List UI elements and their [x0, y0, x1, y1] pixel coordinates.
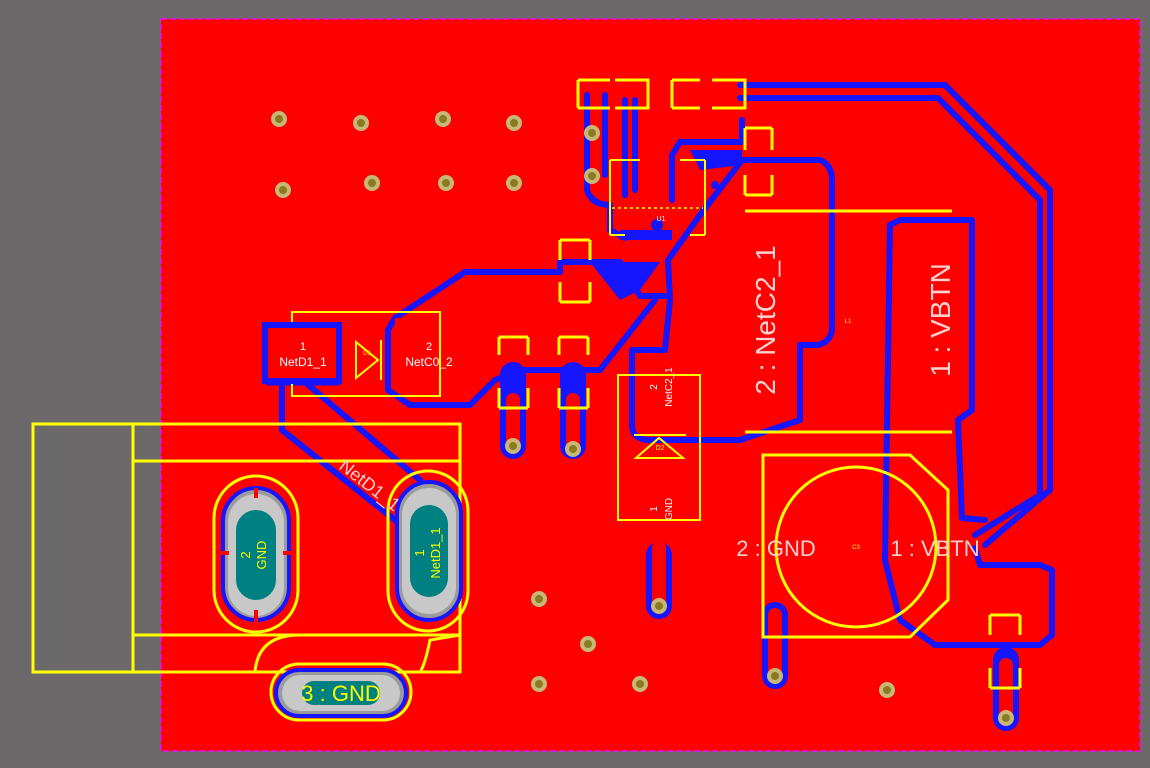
- via: [998, 710, 1014, 726]
- j1-pads: [219, 480, 463, 718]
- d1-pin1-number: 1: [300, 341, 306, 353]
- via: [632, 676, 648, 692]
- j1-pad1-net: NetD1_1: [428, 527, 443, 578]
- j1-pad3-label: 3 : GND: [301, 681, 380, 706]
- c3-ref: C3: [852, 545, 860, 551]
- via: [364, 175, 380, 191]
- vias: [271, 111, 1014, 726]
- d1-pin1-net: NetD1_1: [279, 355, 327, 369]
- d1-pin2-net: NetC0_2: [405, 355, 453, 369]
- board-outline: [160, 18, 1141, 752]
- via: [438, 175, 454, 191]
- l1-pad1-label: 1 : VBTN: [925, 263, 956, 377]
- j1-pad1-number: 1: [412, 549, 427, 556]
- d2-pin1-number: 1: [649, 506, 660, 512]
- via: [505, 438, 521, 454]
- l1-ref: L1: [845, 319, 852, 325]
- via: [435, 111, 451, 127]
- via: [506, 175, 522, 191]
- silkscreen: [31, 78, 1022, 722]
- j1-pad2-net: GND: [254, 541, 269, 570]
- d2-pin2-number: 2: [649, 384, 660, 390]
- copper-fill-regions: [590, 150, 742, 300]
- d2-ref: D2: [656, 445, 665, 452]
- via: [531, 591, 547, 607]
- smd-pads: [262, 318, 435, 384]
- via: [565, 441, 581, 457]
- d2-symbol: [633, 434, 686, 459]
- via: [506, 115, 522, 131]
- via: [271, 111, 287, 127]
- d1-pin2-number: 2: [426, 341, 432, 353]
- via: [531, 676, 547, 692]
- via: [353, 115, 369, 131]
- c3-pad2-label: 2 : GND: [736, 536, 815, 561]
- c3-pad1-label: 1 : VBTN: [890, 536, 979, 561]
- d2-pin1-net: GND: [664, 498, 675, 520]
- d1-symbol: [355, 339, 382, 381]
- via: [580, 636, 596, 652]
- d2-pin2-net: NetC2_1: [664, 367, 675, 407]
- via: [879, 682, 895, 698]
- via: [275, 182, 291, 198]
- via: [651, 598, 667, 614]
- via: [584, 168, 600, 184]
- u1-ref: U1: [657, 216, 666, 223]
- j1-pad2-number: 2: [238, 551, 253, 558]
- d1-ref: D1: [363, 351, 371, 357]
- via: [584, 125, 600, 141]
- l1-pad2-label: 2 : NetC2_1: [750, 245, 781, 394]
- via: [767, 668, 783, 684]
